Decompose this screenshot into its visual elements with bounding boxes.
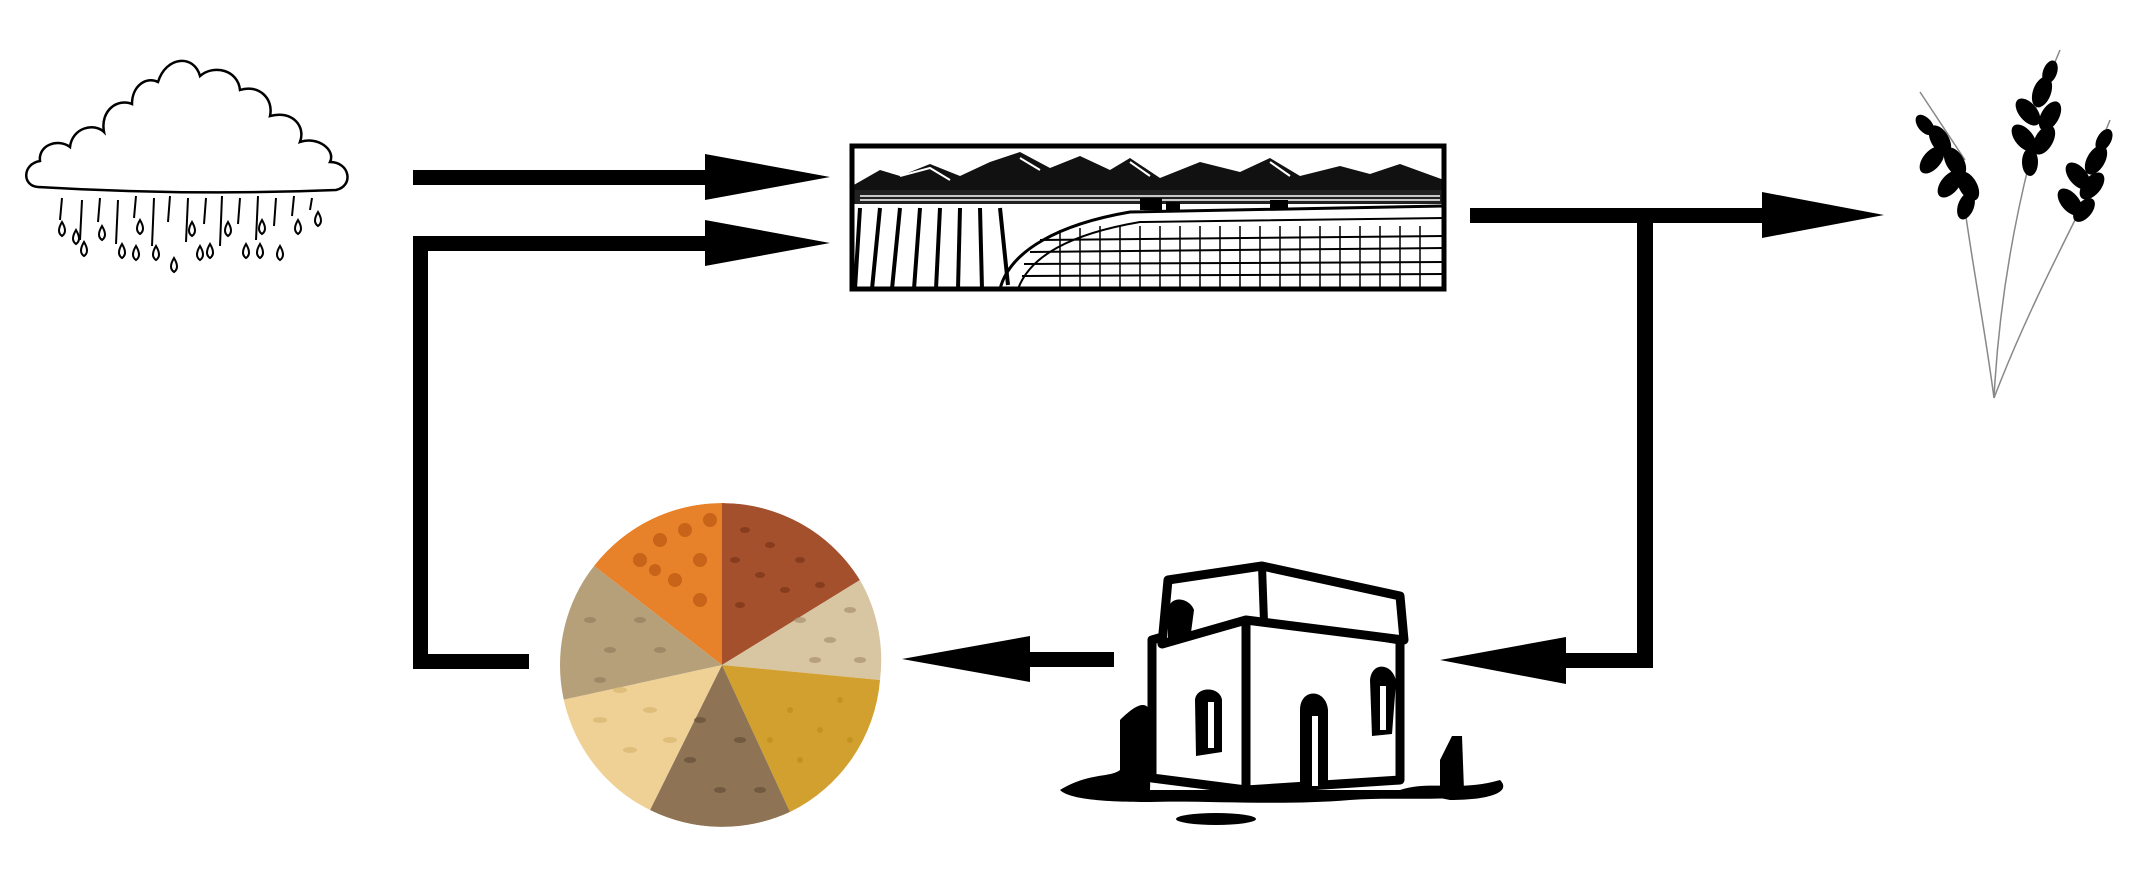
arrow-grains-to-farmland bbox=[413, 220, 830, 669]
arrow-rain-to-farmland bbox=[413, 154, 830, 200]
storehouse-icon bbox=[1060, 561, 1504, 825]
rain-cloud-icon bbox=[25, 59, 349, 274]
wheat-icon bbox=[1915, 49, 2113, 399]
arrow-farmland-to-wheat bbox=[1470, 192, 1884, 238]
arrow-farmland-to-storehouse bbox=[1440, 208, 1653, 684]
arrow-storehouse-to-grains bbox=[902, 636, 1114, 682]
grain-circle-icon bbox=[560, 503, 882, 827]
farm-landscape-icon bbox=[849, 143, 1447, 292]
